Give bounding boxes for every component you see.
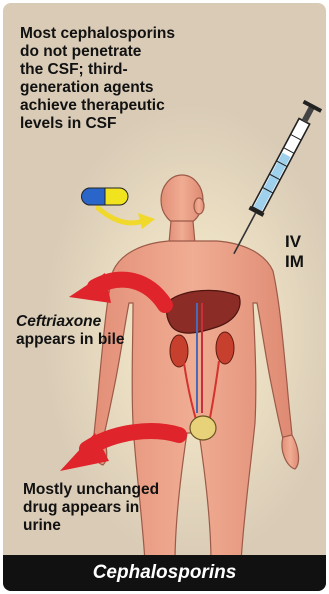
bile-text: appears in bile (16, 331, 125, 348)
csf-penetration-note: Most cephalosporins do not penetrate the… (20, 25, 250, 133)
bladder-icon (190, 416, 216, 440)
urine-note: Mostly unchanged drug appears in urine (23, 481, 193, 535)
bile-drug-name: Ceftriaxone (16, 313, 125, 331)
bile-note: Ceftriaxone appears in bile (16, 313, 125, 349)
route-iv-label: IV (285, 232, 304, 252)
capsule-icon (82, 188, 129, 205)
figure-panel: Most cephalosporins do not penetrate the… (3, 3, 326, 591)
footer-title: Cephalosporins (3, 555, 326, 591)
administration-routes: IV IM (285, 232, 304, 272)
route-im-label: IM (285, 252, 304, 272)
